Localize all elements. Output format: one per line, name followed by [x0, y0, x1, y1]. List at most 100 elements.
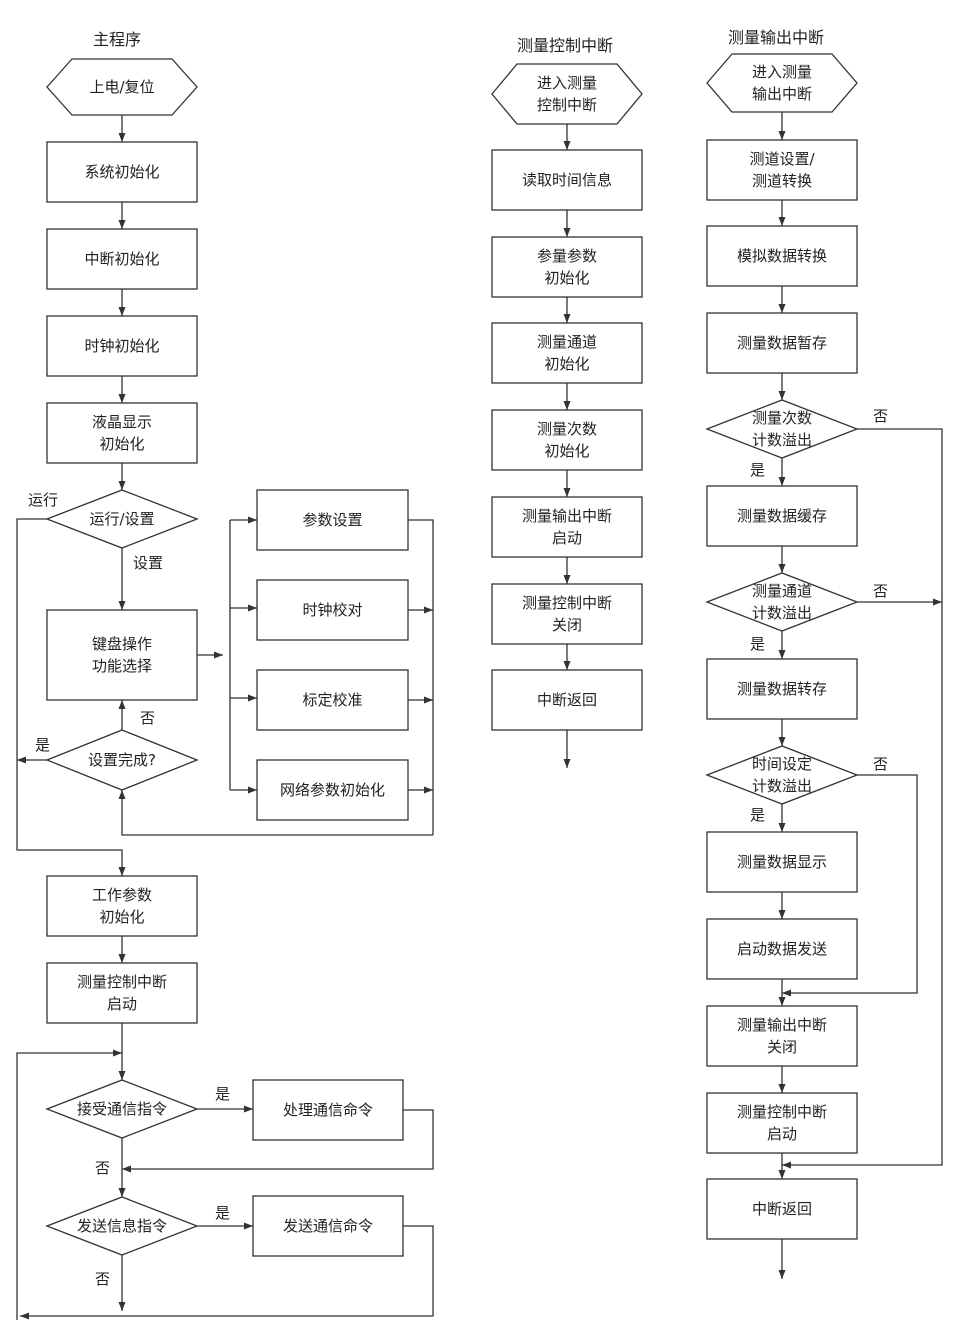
main-lbl-yes3-label: 是: [215, 1204, 230, 1222]
out-enter-text-2: 输出中断: [752, 85, 812, 103]
connector-6: [118, 548, 126, 610]
out-cnt-ovf-text-1: 测量次数: [752, 409, 812, 427]
connector-54: [778, 1239, 786, 1279]
main-work-init-text-2: 初始化: [99, 908, 144, 926]
ctrl-count-init-text-2: 初始化: [544, 442, 589, 460]
out-send-text: 启动数据发送: [737, 940, 827, 958]
main-ctrl-start-text-2: 启动: [107, 995, 137, 1013]
main-proc-cmd-text: 处理通信命令: [283, 1101, 373, 1119]
connector-34: [563, 470, 571, 497]
out-ret-text: 中断返回: [752, 1200, 812, 1218]
connector-50: [778, 892, 786, 919]
out-lbl-no3-label: 否: [873, 755, 888, 773]
main-power-on-text: 上电/复位: [89, 78, 154, 96]
connector-9: [17, 756, 47, 764]
connector-30: [563, 124, 571, 150]
connector-20: [16, 518, 126, 876]
out-ret-box: 中断返回: [706, 1178, 858, 1240]
main-send-cmd-text: 发送通信命令: [283, 1217, 373, 1235]
main-run-set-text: 运行/设置: [89, 510, 154, 528]
ctrl-read-time-box: 读取时间信息: [491, 149, 643, 211]
ctrl-out-start-text-1: 测量输出中断: [522, 507, 612, 525]
main-lbl-no3-label: 否: [95, 1270, 110, 1288]
connector-15: [408, 519, 434, 835]
connector-40: [778, 286, 786, 313]
main-recv-cmd-text: 接受通信指令: [77, 1100, 167, 1118]
out-chan-set-text-2: 测道转换: [752, 172, 812, 190]
out-send-box: 启动数据发送: [706, 918, 858, 980]
main-recv-cmd-decision: 接受通信指令: [45, 1079, 199, 1139]
connector-27: [197, 1222, 253, 1230]
connector-23: [16, 1049, 122, 1320]
main-int-init-text: 中断初始化: [84, 250, 159, 268]
connector-29: [118, 1255, 126, 1311]
connector-12: [230, 604, 257, 612]
main-send-info-decision: 发送信息指令: [45, 1196, 199, 1256]
connector-24: [197, 1105, 253, 1113]
main-set-done-decision: 设置完成?: [45, 729, 199, 791]
ctrl-out-start-text-2: 启动: [552, 529, 582, 547]
main-lbl-yes2-label: 是: [215, 1085, 230, 1103]
main-calib-text: 标定校准: [302, 691, 362, 709]
out-enter-text-1: 进入测量: [752, 63, 812, 81]
main-run-set-decision: 运行/设置: [45, 489, 199, 549]
out-adc-box: 模拟数据转换: [706, 225, 858, 287]
main-clock-init-box: 时钟初始化: [46, 315, 198, 377]
out-lbl-yes3-label: 是: [750, 806, 765, 824]
out-out-close-text-1: 测量输出中断: [737, 1016, 827, 1034]
connector-53: [778, 1153, 786, 1179]
connector-2: [118, 202, 126, 229]
main-kbd-text-1: 键盘操作: [92, 635, 152, 653]
main-net-init-text: 网络参数初始化: [280, 781, 385, 799]
connector-49: [778, 804, 786, 832]
main-send-cmd-box: 发送通信命令: [252, 1195, 404, 1257]
connector-3: [118, 289, 126, 316]
connector-43: [778, 458, 786, 486]
connector-51: [778, 979, 786, 1006]
main-lcd-init-text-1: 液晶显示: [92, 413, 152, 431]
ctrl-ret-text: 中断返回: [537, 691, 597, 709]
main-power-on-terminal: 上电/复位: [46, 58, 198, 116]
connector-47: [778, 719, 786, 746]
main-sys-init-text: 系统初始化: [84, 163, 159, 181]
main-net-init-box: 网络参数初始化: [256, 759, 409, 821]
ctrl-ctrl-close-text-1: 测量控制中断: [522, 594, 612, 612]
main-calib-box: 标定校准: [256, 669, 409, 731]
out-chan-set-box: 测道设置/测道转换: [706, 139, 858, 201]
connector-19: [118, 790, 433, 836]
ctrl-ctrl-close-text-2: 关闭: [552, 616, 582, 634]
out-xfer-box: 测量数据转存: [706, 658, 858, 720]
connector-33: [563, 383, 571, 410]
ctrl-count-init-text-1: 测量次数: [537, 420, 597, 438]
out-ctrl-start-text-2: 启动: [767, 1125, 797, 1143]
main-kbd-text-2: 功能选择: [92, 657, 152, 675]
connector-45: [857, 598, 942, 606]
main-proc-cmd-box: 处理通信命令: [252, 1079, 404, 1141]
main-send-info-text: 发送信息指令: [77, 1217, 167, 1235]
title-out: 测量输出中断: [728, 28, 824, 47]
out-buf-box: 测量数据缓存: [706, 485, 858, 547]
title-ctrl: 测量控制中断: [517, 36, 613, 55]
connector-44: [778, 546, 786, 573]
out-adc-text: 模拟数据转换: [737, 247, 827, 265]
out-tmp-box: 测量数据暂存: [706, 312, 858, 374]
ctrl-chan-init-text-2: 初始化: [544, 355, 589, 373]
main-sys-init-box: 系统初始化: [46, 141, 198, 203]
connector-8: [118, 700, 126, 730]
out-ctrl-start-text-1: 测量控制中断: [737, 1103, 827, 1121]
connector-1: [118, 115, 126, 142]
out-chan-set-text-1: 测道设置/: [749, 150, 815, 168]
out-lbl-yes1-label: 是: [750, 461, 765, 479]
out-chan-ovf-text-1: 测量通道: [752, 582, 812, 600]
